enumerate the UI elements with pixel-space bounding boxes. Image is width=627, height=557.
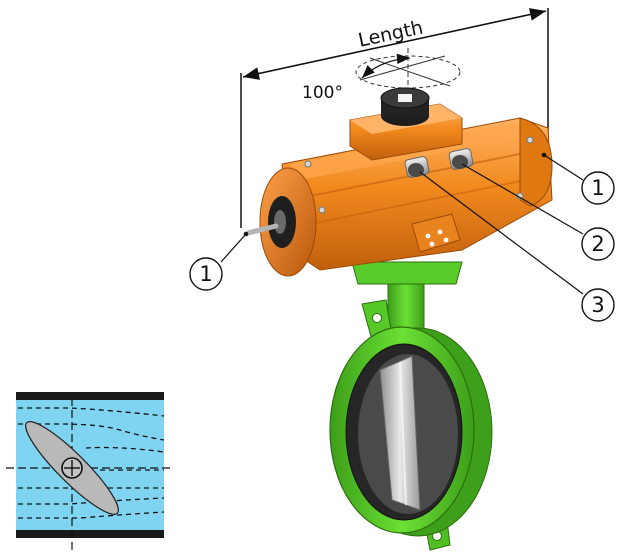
end-cap-fitting xyxy=(274,210,286,234)
interface-hole xyxy=(425,233,431,239)
lug-hole xyxy=(372,313,382,323)
flow-cross-section xyxy=(6,392,174,550)
length-label: Length xyxy=(356,17,425,52)
bolt xyxy=(304,160,312,168)
interface-hole xyxy=(437,229,443,235)
actuator-rib xyxy=(299,175,546,227)
callouts: 1 1 2 3 xyxy=(189,152,615,322)
disc-highlight xyxy=(399,361,407,506)
callout-bubble-upper-port xyxy=(581,227,615,261)
indicator-marker xyxy=(398,94,412,102)
streamline xyxy=(18,423,165,441)
leader-line xyxy=(543,154,584,181)
rotation-line-b xyxy=(359,55,446,81)
interface-hole xyxy=(443,237,449,243)
leader-line xyxy=(461,163,584,235)
angle-arc xyxy=(361,53,411,79)
callout-label: 1 xyxy=(591,176,604,200)
leader-line xyxy=(220,233,247,263)
streamline xyxy=(18,497,165,505)
pneumatic-actuator xyxy=(259,87,553,277)
streamlines xyxy=(18,407,165,519)
air-port-fittings xyxy=(245,148,474,236)
mounting-bracket xyxy=(351,261,463,285)
interface-hole xyxy=(429,241,435,247)
bolt xyxy=(318,206,326,214)
port-opening xyxy=(408,163,424,177)
angle-label: 100° xyxy=(302,83,343,103)
rotation-line-a xyxy=(369,57,451,87)
left-end-pin xyxy=(245,223,279,236)
leader-dot xyxy=(243,231,249,237)
streamline xyxy=(18,407,165,417)
callout-label: 3 xyxy=(591,293,604,317)
port-opening xyxy=(452,155,468,169)
leader-dot xyxy=(541,152,547,158)
callout-bubble-left-port xyxy=(189,257,223,291)
flow-channel xyxy=(16,397,164,533)
namur-interface xyxy=(411,213,461,253)
pipe-wall-bottom xyxy=(16,530,164,538)
callout-bubble-right-port xyxy=(581,171,615,205)
bolt xyxy=(526,136,534,144)
leader-line xyxy=(419,171,584,295)
valve-body xyxy=(329,261,493,551)
pipe-wall-top xyxy=(16,392,164,400)
callout-label: 1 xyxy=(199,262,212,286)
streamline xyxy=(18,511,165,519)
streamline xyxy=(85,446,165,453)
rotation-indicator: 100° xyxy=(302,48,461,103)
dimension-arrow xyxy=(242,8,547,80)
callout-bubble-lower-port xyxy=(581,288,615,322)
callout-label: 2 xyxy=(591,232,604,256)
valve-disc xyxy=(379,355,421,511)
